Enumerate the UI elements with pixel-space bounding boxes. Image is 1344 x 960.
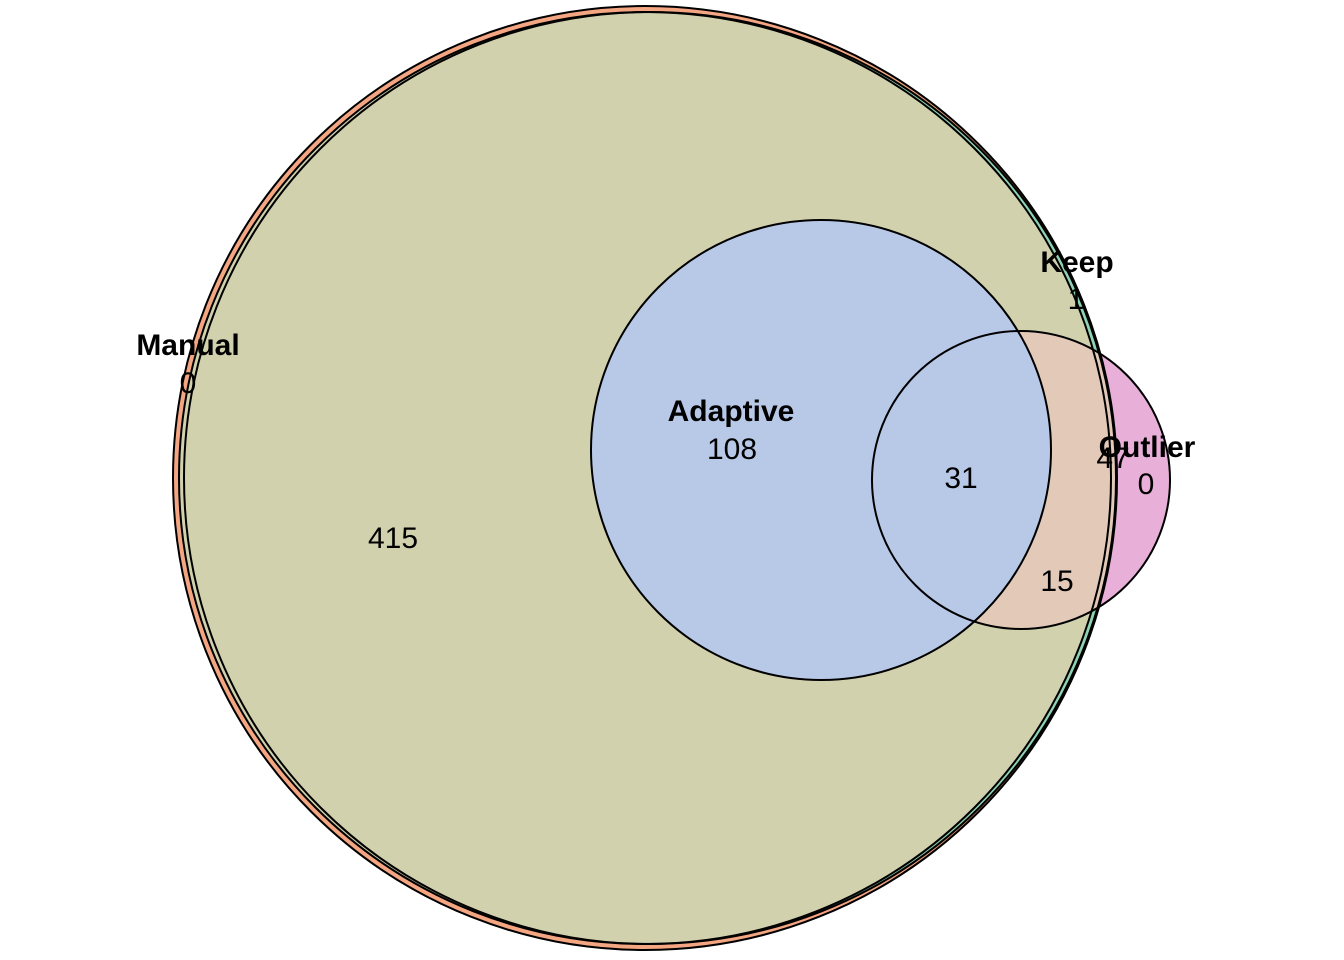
adaptive-set-label: Adaptive	[668, 395, 795, 428]
keep-only-count: 1	[1068, 283, 1085, 316]
manual-only-count: 0	[180, 367, 197, 400]
adaptive-set-fill	[591, 220, 1051, 680]
outlier-only-count: 0	[1138, 468, 1155, 501]
adaptive-count: 108	[707, 433, 757, 466]
outlier-set-outline	[871, 330, 1171, 630]
adaptive-set-outline	[590, 219, 1052, 681]
keep-set-label: Keep	[1040, 246, 1113, 279]
outlier-keep-count: 47	[1096, 442, 1129, 475]
manual-keep-count: 415	[368, 522, 418, 555]
manual-set-label: Manual	[136, 329, 239, 362]
outlier-set-label: Outlier	[1099, 431, 1196, 464]
adaptive-outlier-count: 31	[944, 462, 977, 495]
manual-keep-inner-outline	[178, 11, 1112, 945]
outlier-manual-keep-count: 15	[1040, 565, 1073, 598]
